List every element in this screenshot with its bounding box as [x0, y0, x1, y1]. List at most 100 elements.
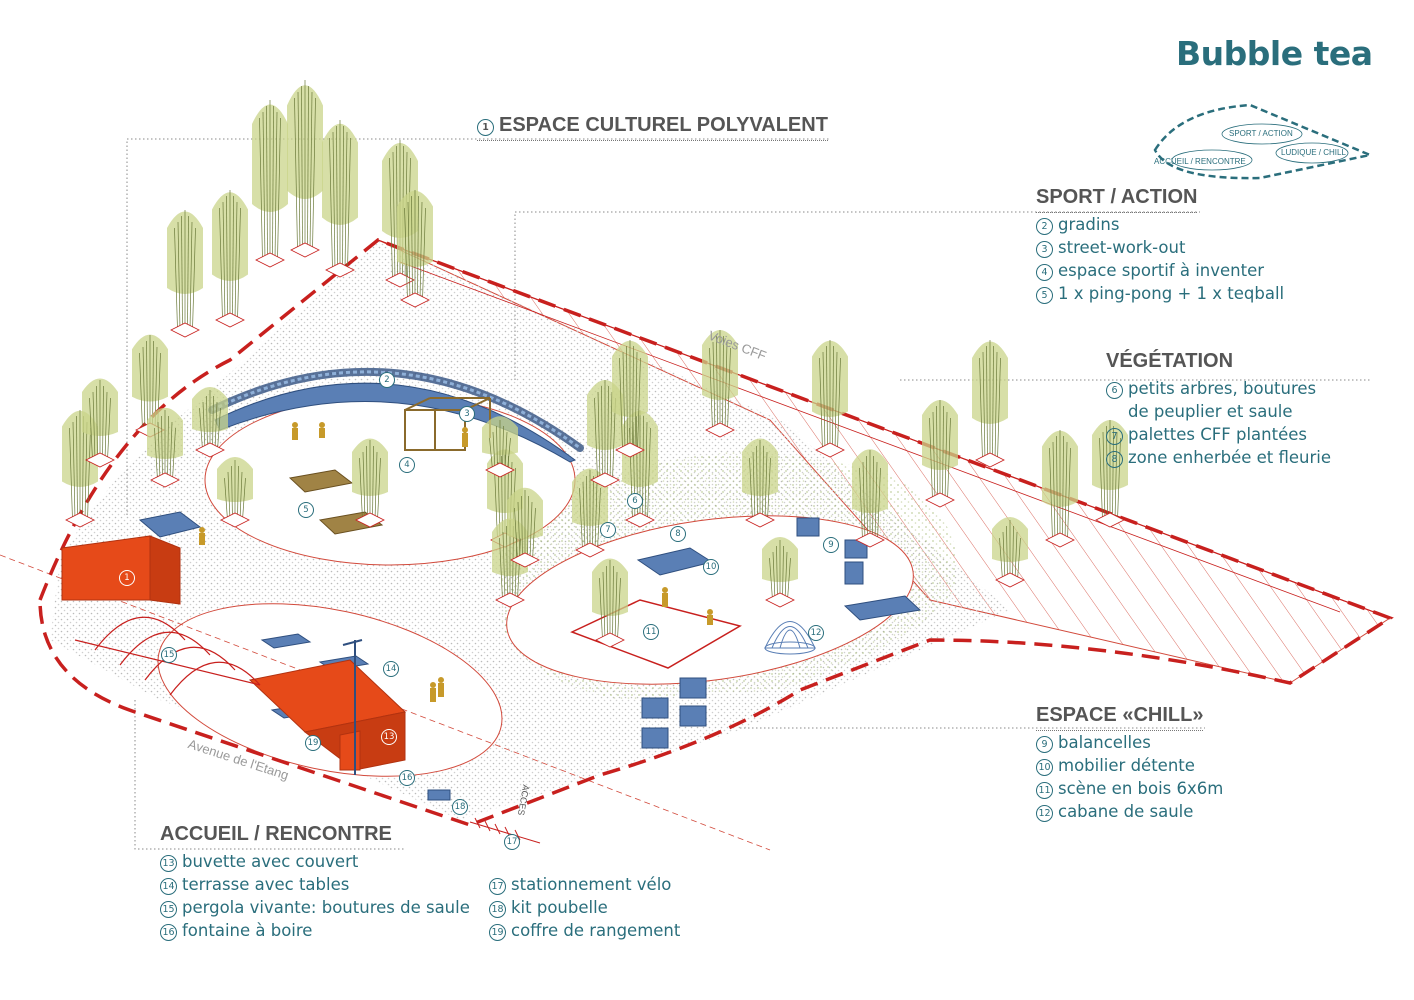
heading-vegetation: VÉGÉTATION	[1106, 350, 1234, 372]
tree	[972, 340, 1008, 468]
item-text: kit poubelle	[511, 898, 608, 917]
tree	[742, 438, 778, 528]
street-workout	[404, 397, 491, 451]
tree	[147, 407, 183, 488]
tree	[252, 100, 288, 268]
tree	[762, 537, 798, 608]
item-text: petits arbres, boutures	[1128, 379, 1317, 398]
item-text: terrasse avec tables	[182, 875, 350, 894]
list-item: 18 kit poubelle	[489, 896, 680, 919]
number-badge: 12	[1036, 805, 1053, 822]
item-text: buvette avec couvert	[182, 852, 359, 871]
item-text: coffre de rangement	[511, 921, 681, 940]
map-marker-16: 16	[399, 770, 415, 786]
map-marker-6: 6	[627, 493, 643, 509]
item-text: gradins	[1058, 215, 1120, 234]
map-marker-18: 18	[452, 799, 468, 815]
number-badge: 8	[1106, 451, 1123, 468]
number-badge: 9	[1036, 736, 1053, 753]
list-item: 12 cabane de saule	[1036, 800, 1223, 823]
item-text: 1 x ping-pong + 1 x teqball	[1058, 284, 1285, 303]
tree	[287, 80, 323, 258]
number-badge: 5	[1036, 287, 1053, 304]
heading-sport: SPORT / ACTION	[1036, 186, 1198, 213]
tree	[852, 449, 888, 548]
map-marker-19: 19	[305, 735, 321, 751]
number-badge: 6	[1106, 382, 1123, 399]
number-badge: 3	[1036, 241, 1053, 258]
gradins	[214, 382, 577, 463]
poster-title: Bubble tea	[1176, 34, 1373, 73]
item-text: street-work-out	[1058, 238, 1186, 257]
number-badge: 17	[489, 878, 506, 895]
tree	[167, 210, 203, 338]
number-badge: 10	[1036, 759, 1053, 776]
list-item: 3 street-work-out	[1036, 236, 1284, 259]
tree	[217, 457, 253, 528]
mini-label-sport: SPORT / ACTION	[1229, 129, 1293, 138]
tree	[612, 340, 648, 458]
people	[199, 422, 713, 702]
item-text: mobilier détente	[1058, 756, 1195, 775]
item-text: cabane de saule	[1058, 802, 1194, 821]
number-badge: 15	[160, 901, 177, 918]
map-marker-14: 14	[383, 661, 399, 677]
mini-label-ludique: LUDIQUE / CHILL	[1281, 148, 1346, 157]
item-text: scène en bois 6x6m	[1058, 779, 1224, 798]
list-item: 5 1 x ping-pong + 1 x teqball	[1036, 282, 1284, 305]
site-boundary	[38, 238, 1394, 827]
list-item: 17 stationnement vélo	[489, 873, 680, 896]
tree	[507, 487, 543, 568]
number-badge: 2	[1036, 218, 1053, 235]
map-marker-13: 13	[381, 729, 397, 745]
list-item: 11 scène en bois 6x6m	[1036, 777, 1223, 800]
number-badge: 18	[489, 901, 506, 918]
map-marker-8: 8	[670, 526, 686, 542]
number-badge: 11	[1036, 782, 1053, 799]
heading-chill: ESPACE «CHILL»	[1036, 704, 1204, 731]
number-badge: 4	[1036, 264, 1053, 281]
heading-text: ESPACE CULTUREL POLYVALENT	[499, 114, 828, 136]
number-badge: 1	[477, 119, 494, 136]
map-marker-3: 3	[459, 406, 475, 422]
number-badge: 7	[1106, 428, 1123, 445]
tree	[482, 416, 518, 478]
tree	[397, 190, 433, 308]
list-item: 2 gradins	[1036, 213, 1284, 236]
mini-zone-diagram	[1153, 103, 1375, 180]
item-text: balancelles	[1058, 733, 1151, 752]
tree	[922, 400, 958, 508]
tree	[212, 190, 248, 328]
item-text: fontaine à boire	[182, 921, 313, 940]
mini-label-accueil: ACCUEIL / RENCONTRE	[1154, 157, 1246, 166]
trees	[62, 80, 1128, 648]
rail-edge	[377, 239, 1391, 619]
map-marker-2: 2	[379, 372, 395, 388]
map-marker-15: 15	[161, 647, 177, 663]
tree	[322, 120, 358, 278]
map-marker-5: 5	[298, 502, 314, 518]
tree	[192, 387, 228, 458]
map-marker-11: 11	[643, 624, 659, 640]
item-text: zone enherbée et fleurie	[1128, 448, 1332, 467]
map-marker-17: 17	[504, 834, 520, 850]
map-marker-1: 1	[119, 570, 135, 586]
item-text: stationnement vélo	[511, 875, 672, 894]
tree	[592, 558, 628, 648]
list-item: 6 petits arbres, boutures	[1106, 377, 1331, 400]
map-marker-7: 7	[600, 522, 616, 538]
blue-furniture	[138, 511, 922, 801]
list-item: 9 balancelles	[1036, 731, 1223, 754]
rail-edge-inner	[399, 261, 1341, 613]
map-marker-9: 9	[823, 537, 839, 553]
